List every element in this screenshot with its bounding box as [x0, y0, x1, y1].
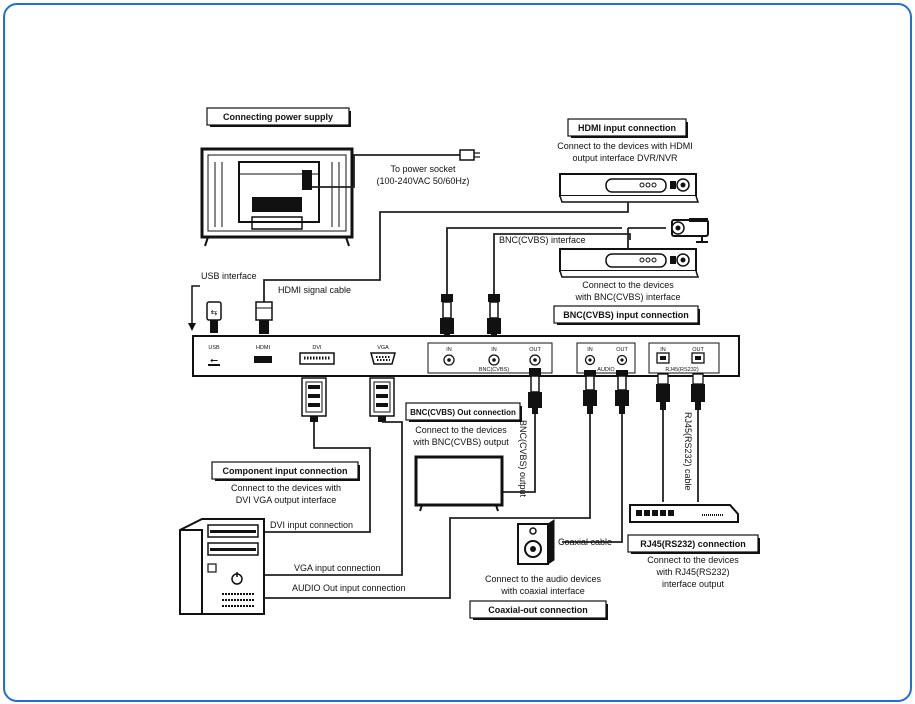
rj45-port-group: [648, 342, 720, 374]
bnc-interface-label: BNC(CVBS) interface: [499, 235, 586, 245]
port-label-vga: VGA: [377, 345, 389, 351]
audio-in-plug: [583, 370, 597, 414]
speaker-icon: [517, 519, 555, 565]
audio-out-input-label: AUDIO Out input connection: [292, 583, 406, 593]
hdmi-desc-line2: output interface DVR/NVR: [572, 153, 678, 163]
audio-in-label: IN: [587, 347, 593, 353]
bnc-input-plug-2: [487, 294, 501, 340]
hdmi-cable-label: HDMI signal cable: [278, 285, 351, 295]
connection-diagram: Connecting power supply To power socket …: [179, 107, 760, 620]
hdmi-port-icon: [254, 356, 272, 363]
hdmi-title: HDMI input connection: [578, 123, 676, 133]
audio-port-group: [576, 342, 636, 374]
rj45-plug-in: [656, 373, 670, 410]
security-camera-icon: [671, 218, 709, 243]
svg-text:⇆: ⇆: [211, 308, 218, 317]
rj45-out-label: OUT: [692, 347, 704, 353]
power-plug-icon: [459, 149, 475, 161]
bnc-group-label: BNC(CVBS): [479, 367, 509, 373]
bnc-in-desc-line2: with BNC(CVBS) interface: [574, 292, 680, 302]
rj45-plug-out: [691, 373, 705, 410]
hdmi-desc-line1: Connect to the devices with HDMI: [557, 141, 693, 151]
dvi-input-label: DVI input connection: [270, 520, 353, 530]
vga-plug-icon: [369, 377, 395, 422]
bnc-input-plug-1: [440, 294, 454, 340]
vga-input-label: VGA input connection: [294, 563, 381, 573]
audio-group-label: AUDIO: [597, 367, 615, 373]
power-socket-line2: (100-240VAC 50/60Hz): [377, 176, 470, 186]
usb-stick-icon: ⇆: [206, 301, 222, 333]
rj45-desc-line2: with RJ45(RS232): [655, 567, 729, 577]
component-desc-line2: DVI VGA output interface: [236, 495, 337, 505]
vga-port-icon: [370, 352, 396, 365]
component-desc-line1: Connect to the devices with: [231, 483, 341, 493]
port-label-hdmi: HDMI: [256, 345, 271, 351]
rj45-in-label: IN: [660, 347, 666, 353]
usb-interface-label: USB interface: [201, 271, 257, 281]
rj45-cable-label: RJ45(RS232) cable: [683, 412, 693, 491]
bnc-recorder-icon: [559, 248, 700, 278]
audio-out-plug: [615, 370, 629, 414]
monitor-icon: [414, 455, 504, 512]
power-title: Connecting power supply: [223, 112, 333, 122]
bnc-out-label: OUT: [529, 347, 541, 353]
coaxial-title: Coaxial-out connection: [488, 605, 588, 615]
bnc-output-plug: [528, 368, 542, 414]
rj45-title: RJ45(RS232) connection: [640, 539, 746, 549]
audio-out-label: OUT: [616, 347, 628, 353]
bnc-in2-label: IN: [491, 347, 497, 353]
dvi-port-icon: [299, 352, 335, 365]
bnc-out-desc-line2: with BNC(CVBS) output: [412, 437, 509, 447]
bnc-out-title: BNC(CVBS) Out connection: [410, 408, 516, 417]
diagram-frame: Connecting power supply To power socket …: [3, 3, 912, 702]
dvr-recorder-icon: [559, 173, 700, 203]
bnc-in-title: BNC(CVBS) input connection: [563, 310, 689, 320]
rj45-desc-line3: interface output: [662, 579, 725, 589]
component-title: Component input connection: [223, 466, 348, 476]
bnc-in-desc-line1: Connect to the devices: [582, 280, 674, 290]
network-switch-icon: [629, 504, 739, 523]
bnc-out-desc-line1: Connect to the devices: [415, 425, 507, 435]
bnc-in1-label: IN: [446, 347, 452, 353]
rj45-group-label: RJ45(RS232): [665, 367, 698, 373]
coaxial-desc-line1: Connect to the audio devices: [485, 574, 602, 584]
hdmi-plug-icon: [255, 301, 273, 334]
coaxial-desc-line2: with coaxial interface: [500, 586, 585, 596]
pc-tower-icon: [179, 518, 265, 615]
tv-back-icon: [200, 147, 354, 247]
port-label-usb: USB: [208, 345, 220, 351]
connector-panel: [192, 335, 740, 377]
bnc-port-group: [427, 342, 553, 374]
power-socket-line1: To power socket: [390, 164, 456, 174]
coaxial-cable-label: Coaxial cable: [558, 537, 612, 547]
rj45-desc-line1: Connect to the devices: [647, 555, 739, 565]
bnc-out-cable-label: BNC(CVBS) output: [518, 420, 528, 498]
port-label-dvi: DVI: [312, 345, 322, 351]
usb-port-icon: ⭠: [210, 355, 218, 366]
dvi-plug-icon: [301, 377, 327, 422]
